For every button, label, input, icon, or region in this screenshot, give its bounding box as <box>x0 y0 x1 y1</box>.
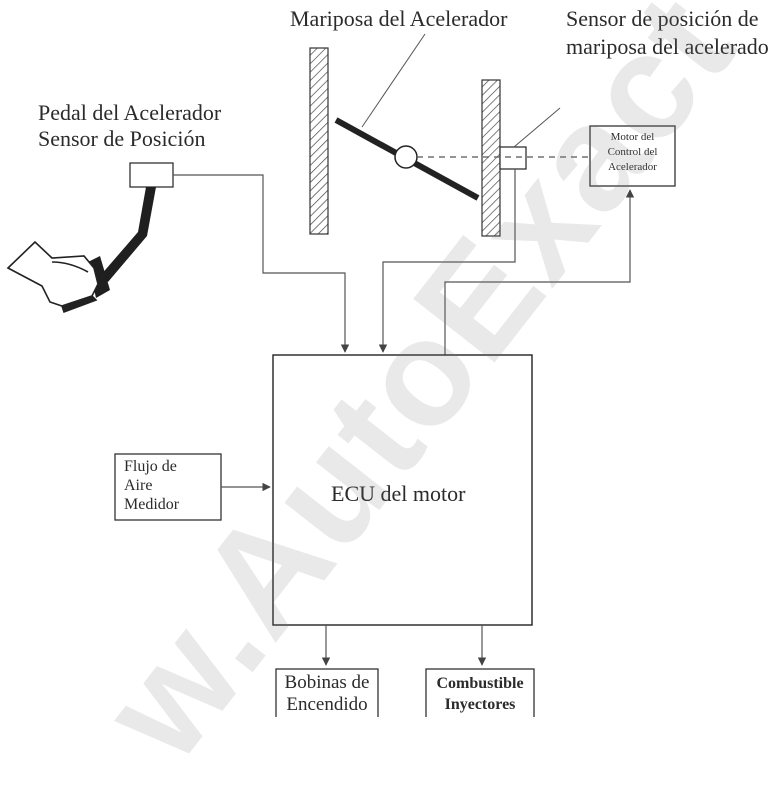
airflow-label-line3: Medidor <box>124 496 180 513</box>
motor-label-line1: Motor del <box>610 131 655 143</box>
motor-label-line3: Acelerador <box>608 161 657 173</box>
coils-label-line1: Bobinas de <box>284 672 370 693</box>
pedal-position-sensor-box <box>129 162 174 188</box>
throttle-body-right-wall <box>481 79 501 237</box>
throttle-position-sensor <box>499 146 527 170</box>
tps-label-leader <box>513 107 561 148</box>
throttle-control-motor-box <box>589 125 676 187</box>
pedal-label-line2: Sensor de Posición <box>38 126 206 151</box>
throttle-butterfly-label: Mariposa del Acelerador <box>290 6 508 31</box>
coils-label-line2: Encendido <box>286 694 368 715</box>
throttle-sensor-label-line2: mariposa del acelerado <box>566 34 769 59</box>
motor-label-line2: Control del <box>607 146 658 158</box>
airflow-meter-box <box>114 453 222 521</box>
throttle-shaft <box>394 145 418 169</box>
fuel-injectors-box <box>425 668 535 717</box>
pedal-label-line1: Pedal del Acelerador <box>38 100 222 125</box>
injectors-label-line1: Combustible <box>436 675 524 692</box>
pedal-signal-line <box>173 174 350 353</box>
diagram-svg <box>6 33 676 717</box>
throttle-sensor-signal-line <box>378 169 516 353</box>
ignition-coils-box <box>275 668 379 717</box>
airflow-label-line2: Aire <box>124 477 153 494</box>
diagram-canvas: Mariposa del Acelerador Sensor de posici… <box>6 0 769 790</box>
airflow-label-line1: Flujo de <box>124 458 177 475</box>
foot-icon <box>6 240 99 314</box>
throttle-body-left-wall <box>309 47 329 235</box>
pedal-arm <box>100 187 156 282</box>
ecu-label: ECU del motor <box>331 481 466 506</box>
injectors-label-line2: Inyectores <box>444 696 516 713</box>
throttle-sensor-label-line1: Sensor de posición de <box>566 6 759 31</box>
throttle-label-leader <box>361 33 426 128</box>
ecu-box <box>272 354 533 626</box>
ecu-to-motor-line <box>444 189 635 355</box>
